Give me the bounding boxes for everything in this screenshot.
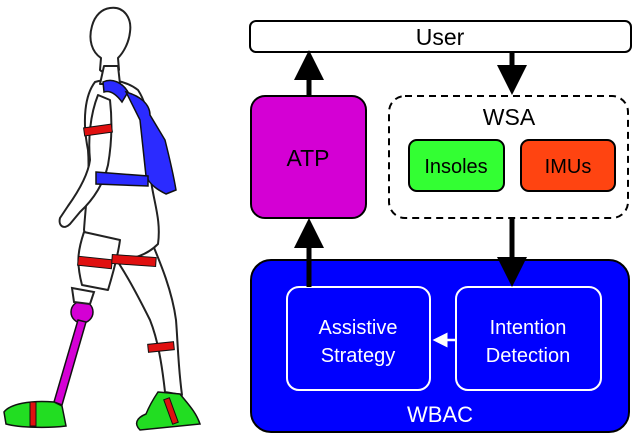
harness-icon — [95, 79, 177, 195]
insoles-box — [408, 139, 505, 192]
rear-leg — [99, 237, 183, 396]
intention-detection-box — [455, 286, 602, 391]
intention-line2: Detection — [486, 345, 571, 367]
intention-line1: Intention — [490, 317, 567, 339]
user-box — [249, 20, 632, 53]
shoes — [3, 391, 202, 431]
insoles-label: Insoles — [424, 156, 487, 178]
imus-label: IMUs — [545, 156, 592, 178]
assistive-line2: Strategy — [321, 345, 395, 367]
assistive-line1: Assistive — [319, 317, 398, 339]
prosthetic-leg-icon — [53, 286, 96, 406]
assistive-strategy-box — [286, 286, 431, 391]
arrows — [294, 50, 527, 348]
user-label: User — [416, 24, 465, 50]
wbac-label: WBAC — [407, 402, 473, 427]
strap-markers — [77, 123, 175, 353]
atp-label: ATP — [286, 145, 329, 171]
imus-box — [520, 139, 616, 192]
head — [89, 6, 132, 74]
wsa-label: WSA — [483, 104, 536, 130]
